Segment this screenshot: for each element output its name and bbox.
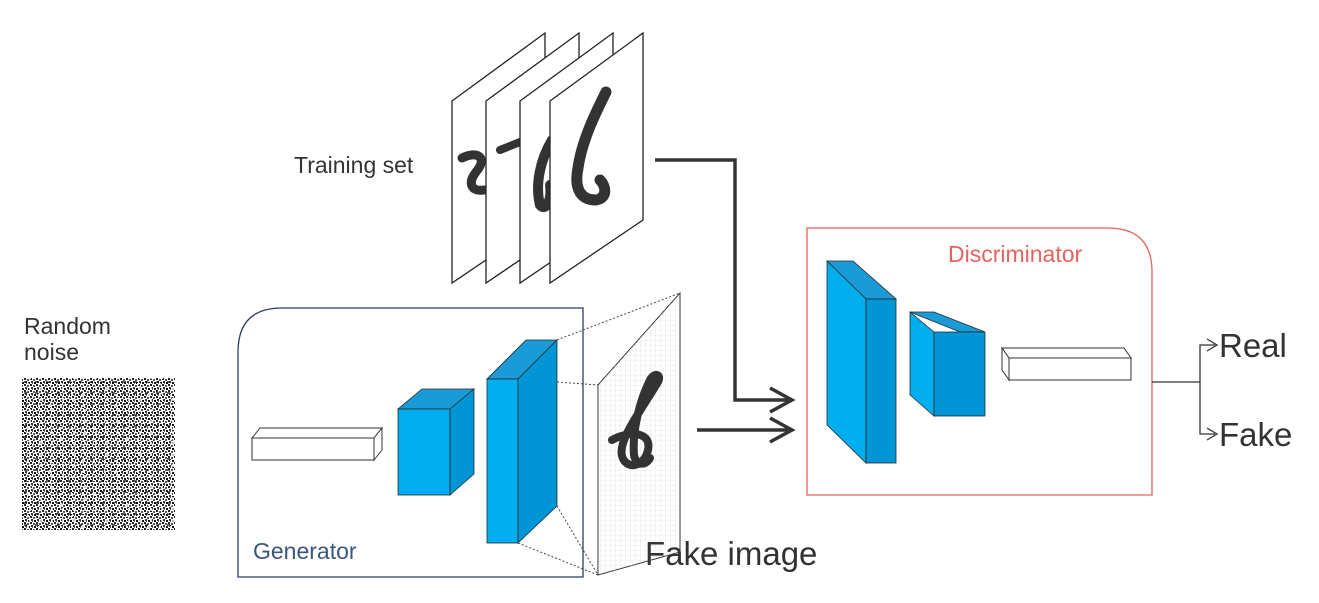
- training-set-label: Training set: [294, 152, 414, 178]
- random-noise-label: Random noise: [24, 313, 111, 366]
- projection-lines: [517, 292, 681, 576]
- discriminator-label: Discriminator: [948, 241, 1083, 267]
- discriminator-output-vector: [1001, 346, 1132, 382]
- discriminator-box: [806, 227, 1153, 496]
- training-set-stack: [451, 31, 644, 285]
- fake-label: Fake: [1219, 416, 1293, 453]
- generator-input-vector: [250, 426, 384, 462]
- generator-label: Generator: [253, 538, 357, 564]
- random-noise-image: [22, 378, 175, 530]
- fake-image-label: Fake image: [645, 535, 818, 572]
- real-label: Real: [1219, 327, 1287, 364]
- arrows: [655, 158, 796, 444]
- fake-digit: [608, 371, 663, 469]
- fake-image-panel: [597, 291, 681, 576]
- generator-block-2: [486, 339, 558, 544]
- generator-box: [237, 307, 584, 578]
- training-page-4: [549, 31, 644, 285]
- discriminator-block-1: [826, 260, 898, 464]
- training-arrowhead: [769, 386, 796, 414]
- output-branch: [1152, 338, 1219, 441]
- fake-arrowhead: [769, 416, 796, 444]
- training-arrow: [655, 158, 788, 402]
- discriminator-block-2: [909, 311, 986, 417]
- generator-block-1: [396, 388, 476, 496]
